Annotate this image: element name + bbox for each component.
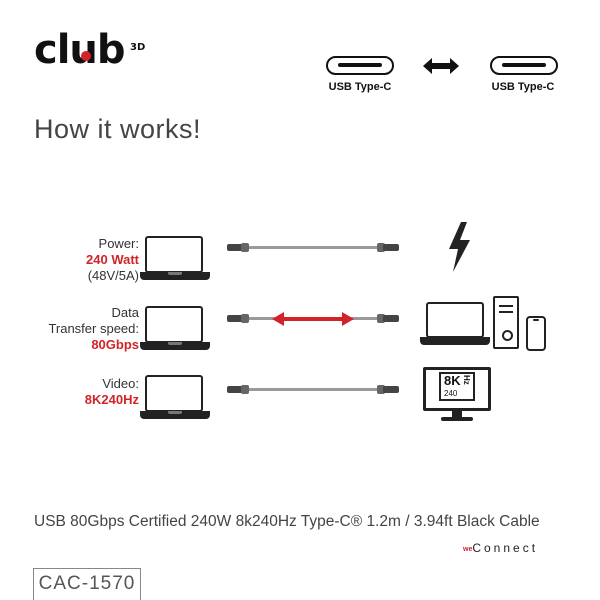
badge-resolution: 8K	[444, 373, 461, 388]
laptop-icon	[140, 236, 210, 284]
data-label: Data Transfer speed: 80Gbps	[48, 305, 139, 353]
power-title: Power:	[98, 236, 139, 251]
cable-icon	[227, 383, 399, 397]
badge-hz: Hz	[462, 375, 471, 385]
desktop-tower-icon	[493, 296, 519, 349]
we-connect-tagline: weConnect	[463, 541, 538, 555]
tagline-we: we	[463, 546, 473, 553]
lightning-bolt-icon	[449, 222, 470, 272]
video-label: Video: 8K240Hz	[85, 376, 139, 408]
logo-text: club	[34, 27, 126, 73]
data-subtitle: Transfer speed:	[48, 321, 139, 336]
badge-rate: 240	[444, 389, 458, 398]
logo-superscript: 3D	[130, 42, 146, 53]
power-label: Power: 240 Watt (48V/5A)	[86, 236, 139, 284]
data-title: Data	[111, 305, 139, 320]
laptop-icon	[140, 375, 210, 423]
logo-dot-icon	[81, 51, 91, 61]
product-description: USB 80Gbps Certified 240W 8k240Hz Type-C…	[34, 513, 540, 530]
video-value: 8K240Hz	[84, 392, 139, 407]
double-arrow-icon	[423, 58, 459, 74]
video-title: Video:	[102, 376, 139, 391]
smartphone-icon	[526, 316, 546, 351]
laptop-device-icon	[420, 302, 490, 350]
connector-header: USB Type-C USB Type-C	[323, 55, 563, 105]
tagline-connect: Connect	[472, 541, 539, 555]
right-connector-label: USB Type-C	[491, 81, 555, 93]
page-heading: How it works!	[34, 114, 202, 144]
red-double-arrow-icon	[272, 312, 354, 326]
cable-icon	[227, 241, 399, 255]
data-value: 80Gbps	[91, 337, 139, 352]
8k-badge: 8K 240 Hz	[439, 372, 475, 401]
laptop-icon	[140, 306, 210, 354]
product-code: CAC-1570	[33, 568, 141, 600]
power-value: 240 Watt	[86, 252, 139, 267]
club3d-logo: club 3D	[34, 27, 145, 73]
monitor-icon: 8K 240 Hz	[423, 367, 491, 423]
usb-c-port-icon	[326, 56, 394, 75]
usb-c-port-icon	[490, 56, 558, 75]
power-detail: (48V/5A)	[87, 268, 139, 283]
left-connector-label: USB Type-C	[328, 81, 392, 93]
